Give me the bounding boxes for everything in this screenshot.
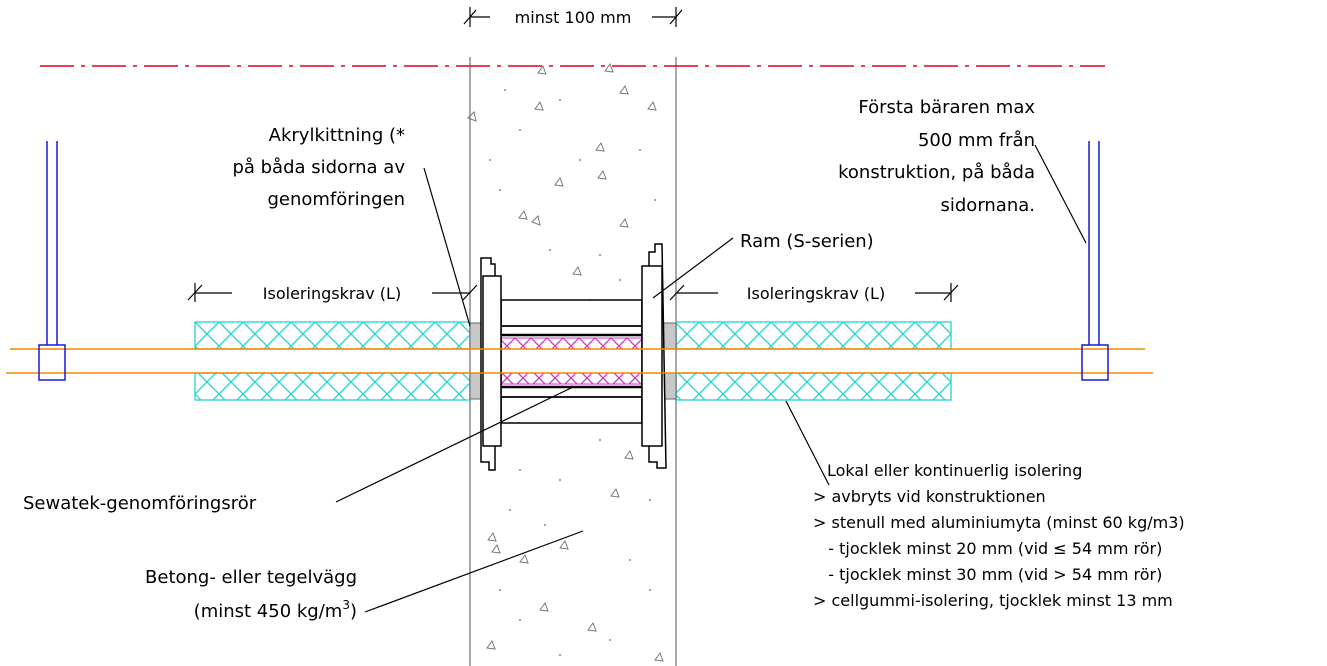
svg-text:- tjocklek minst 20 mm (vid ≤: - tjocklek minst 20 mm (vid ≤ 54 mm rör) (813, 539, 1162, 558)
insulation-dim-left (187, 283, 478, 302)
width-dimension-label: minst 100 mm (515, 8, 632, 27)
svg-text:genomföringen: genomföringen (267, 189, 405, 210)
svg-text:> avbryts vid konstruktionen: > avbryts vid konstruktionen (813, 487, 1046, 506)
frame-label: Ram (S-serien) (740, 231, 874, 252)
frame-right (641, 243, 667, 469)
svg-text:sidornana.: sidornana. (941, 195, 1036, 216)
sleeve-label: Sewatek-genomföringsrör (23, 493, 257, 514)
insulation-dim-right (669, 283, 959, 302)
acrylic-label: Akrylkittning (* på båda sidorna av geno… (232, 125, 405, 210)
svg-text:Första bäraren max: Första bäraren max (858, 97, 1035, 118)
svg-text:> cellgummi-isolering, tjockle: > cellgummi-isolering, tjocklek minst 13… (813, 591, 1173, 610)
leader-lines (335, 144, 1087, 613)
wall-label: Betong- eller tegelvägg (145, 567, 357, 588)
first-carrier-label: Första bäraren max 500 mm från konstrukt… (838, 97, 1035, 216)
insulation-right-label: Isoleringskrav (L) (747, 284, 885, 303)
svg-text:konstruktion, på båda: konstruktion, på båda (838, 162, 1035, 183)
support-left (38, 141, 66, 381)
pipe (6, 348, 1153, 374)
svg-text:500 mm från: 500 mm från (918, 130, 1035, 151)
concrete-wall (467, 57, 677, 666)
sealant-fill (482, 337, 644, 385)
wall-density-label: (minst 450 kg/m3) (194, 598, 357, 622)
svg-text:Akrylkittning (*: Akrylkittning (* (269, 125, 405, 146)
width-dimension (463, 7, 683, 27)
insulation-notes: Lokal eller kontinuerlig isolering > avb… (813, 461, 1185, 610)
svg-text:> stenull med aluminiumyta (mi: > stenull med aluminiumyta (minst 60 kg/… (813, 513, 1185, 532)
insulation-left-label: Isoleringskrav (L) (263, 284, 401, 303)
insulation-left (194, 321, 471, 401)
frame-left (480, 257, 502, 471)
svg-text:på båda sidorna av: på båda sidorna av (232, 157, 405, 178)
support-right (1081, 141, 1109, 381)
svg-text:- tjocklek minst 30 mm (vid >: - tjocklek minst 30 mm (vid > 54 mm rör) (813, 565, 1162, 584)
insulation-right (675, 321, 952, 401)
svg-text:Lokal eller kontinuerlig isole: Lokal eller kontinuerlig isolering (827, 461, 1082, 480)
sewatek-sleeve (483, 299, 662, 424)
